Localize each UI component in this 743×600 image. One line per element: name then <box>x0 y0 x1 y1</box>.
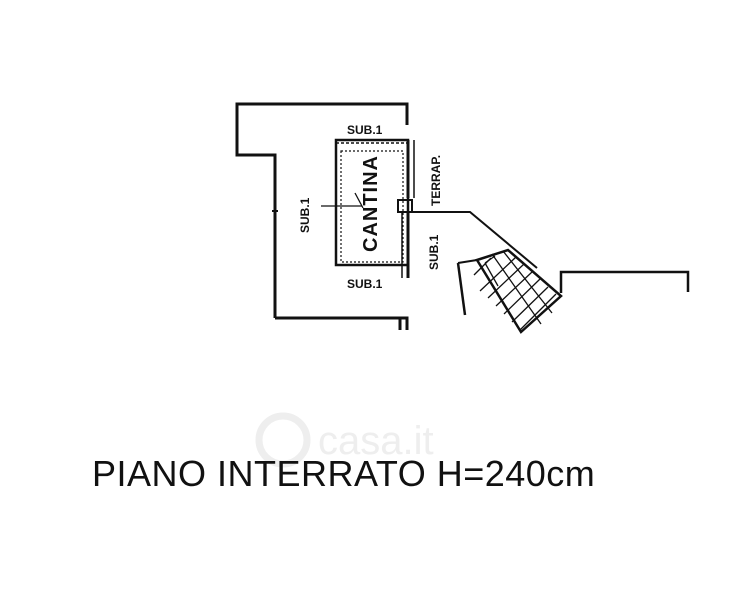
label-sub-bottom: SUB.1 <box>347 277 383 291</box>
outer-wall-right <box>559 270 690 293</box>
cantina-room <box>321 138 410 267</box>
outer-wall-bottom <box>275 316 409 330</box>
cantina-outline <box>334 138 410 267</box>
label-sub-top: SUB.1 <box>347 123 383 137</box>
watermark-text: casa.it <box>318 419 434 463</box>
wall-junction <box>397 199 413 213</box>
staircase <box>456 248 563 334</box>
outer-wall-left <box>235 102 409 318</box>
label-sub-right: SUB.1 <box>427 234 441 270</box>
label-room-cantina: CANTINA <box>360 155 382 252</box>
watermark-logo-icon <box>255 412 311 468</box>
partition-wall <box>397 140 415 278</box>
cantina-inner-outline <box>340 150 404 263</box>
label-sub-left: SUB.1 <box>298 197 312 233</box>
watermark: casa.it <box>255 412 434 468</box>
outer-walls <box>235 102 409 330</box>
stair-outline <box>475 248 563 334</box>
label-terrap: TERRAP. <box>429 155 443 206</box>
stair-approach-wall <box>412 211 538 269</box>
plan-caption: PIANO INTERRATO H=240cm <box>92 453 595 494</box>
